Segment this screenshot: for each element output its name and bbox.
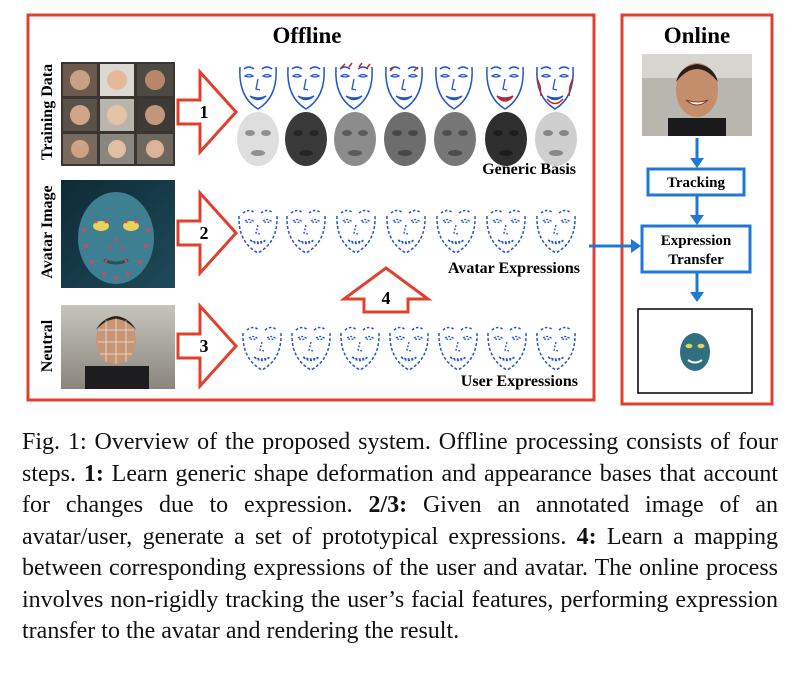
caption-step23-text: Given an annotated image of an avatar/us… [22, 492, 779, 550]
step-arrow-4: 4 [339, 266, 433, 314]
neutral-user-image [61, 305, 175, 389]
avatar-image [61, 180, 175, 288]
expression-transfer-label-line1: Expression [661, 233, 732, 249]
rendered-avatar-output [637, 308, 753, 394]
caption-step4-text: Learn a mapping between corresponding ex… [22, 523, 778, 645]
online-title: Online [664, 23, 730, 48]
row-label-avatar-image: Avatar Image [39, 185, 56, 278]
avatar-expressions-label: Avatar Expressions [448, 260, 580, 277]
avatar-expression-faces [238, 209, 576, 254]
expression-transfer-label-line2: Transfer [668, 252, 724, 268]
caption-prefix: Fig. 1: Overview of the proposed system.… [22, 429, 778, 487]
user-expressions-label: User Expressions [461, 373, 578, 390]
tracking-box: Tracking [646, 167, 746, 197]
step-number-1: 1 [200, 102, 209, 122]
generic-shape-basis-faces [239, 62, 574, 110]
generic-appearance-basis-faces [237, 112, 577, 166]
system-overview-figure: Offline Online Training Data Avatar Imag… [26, 13, 774, 406]
online-frame [620, 13, 774, 406]
expression-transfer-box: Expression Transfer [640, 224, 752, 274]
online-user-photo [642, 54, 752, 136]
step-number-2: 2 [200, 223, 209, 243]
step-arrow-3: 3 [176, 302, 239, 390]
tracking-label: Tracking [667, 175, 726, 191]
online-flow-arrows [589, 138, 704, 302]
row-label-training-data: Training Data [39, 64, 56, 160]
offline-title: Offline [273, 23, 342, 48]
caption-step1-label: 1: [83, 460, 104, 487]
figure-caption: Fig. 1: Overview of the proposed system.… [22, 427, 778, 648]
step-arrow-2: 2 [176, 189, 239, 277]
training-data-photos [61, 62, 175, 166]
step-number-3: 3 [200, 336, 209, 356]
offline-frame [26, 13, 596, 402]
caption-step1-text: Learn generic shape deformation and appe… [22, 460, 779, 519]
caption-step23-label: 2/3: [368, 492, 408, 518]
step-number-4: 4 [382, 288, 391, 308]
generic-basis-label: Generic Basis [482, 161, 576, 178]
step-arrow-1: 1 [176, 68, 239, 156]
row-label-neutral: Neutral [39, 319, 56, 372]
caption-step4-label: 4: [576, 523, 597, 550]
user-expression-faces [242, 326, 576, 371]
